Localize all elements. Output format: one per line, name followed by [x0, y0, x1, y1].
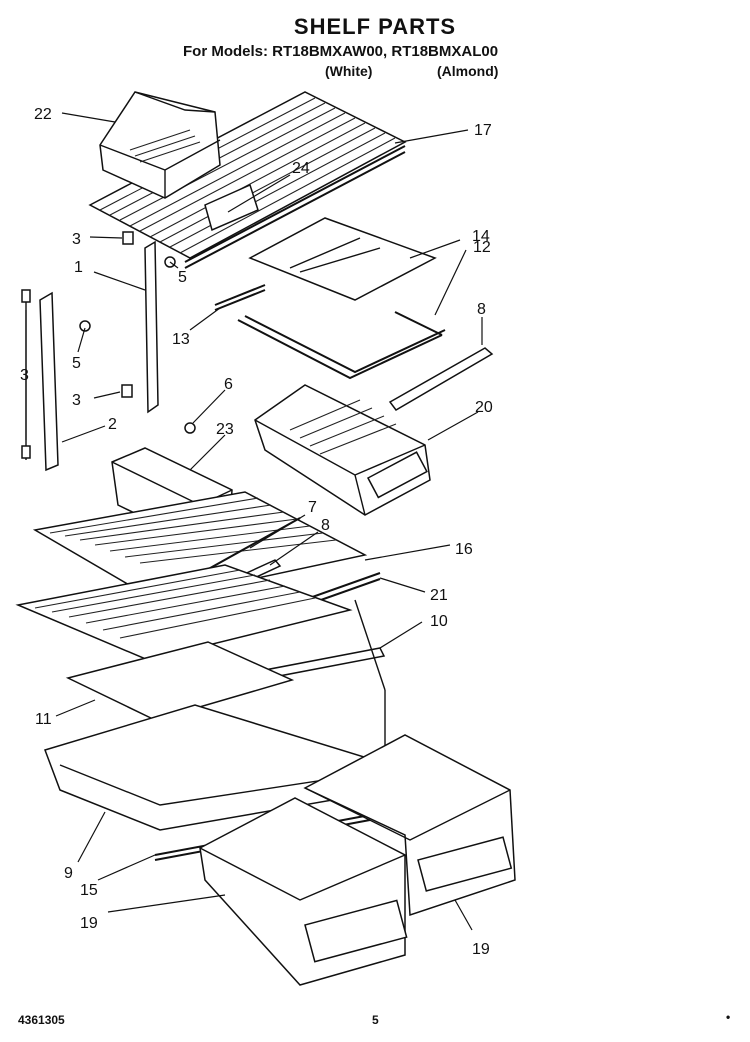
part-11-crisper-cover — [65, 641, 295, 721]
callout-8b: 8 — [321, 517, 330, 534]
part-19-drawer-right — [303, 734, 516, 917]
callout-16: 16 — [455, 541, 473, 558]
callout-2: 2 — [108, 416, 117, 433]
part-14-glass-shelf — [248, 217, 437, 301]
part-24-shelf-clip — [204, 183, 259, 232]
callout-8a: 8 — [477, 301, 486, 318]
callout-19b: 19 — [472, 941, 490, 958]
callout-12: 12 — [473, 239, 491, 256]
part-3-clip-group — [21, 231, 134, 459]
callout-3c: 3 — [72, 392, 81, 409]
page-title: SHELF PARTS — [293, 14, 457, 39]
part-13-rail — [214, 284, 266, 311]
callout-15: 15 — [80, 882, 98, 899]
lower-wire-shelf — [15, 564, 353, 661]
callout-3b: 3 — [20, 367, 29, 384]
document-number: 4361305 — [18, 1013, 65, 1027]
part-2-side-rail — [25, 290, 59, 472]
part-6-screw — [184, 422, 196, 434]
callout-17: 17 — [474, 122, 492, 139]
part-12-shelf-frame — [237, 311, 446, 380]
callout-7: 7 — [308, 499, 317, 516]
variant-almond-label: (Almond) — [437, 63, 499, 79]
callout-6: 6 — [224, 376, 233, 393]
callout-21: 21 — [430, 587, 448, 604]
callout-19a: 19 — [80, 915, 98, 932]
part-17-top-wire-shelf — [88, 91, 407, 269]
leader-lines — [25, 112, 483, 931]
callout-24: 24 — [292, 160, 310, 177]
callout-13: 13 — [172, 331, 190, 348]
part-20-crisper-drawer — [254, 384, 431, 516]
callout-10: 10 — [430, 613, 448, 630]
callout-3a: 3 — [72, 231, 81, 248]
models-line: For Models: RT18BMXAW00, RT18BMXAL00 — [183, 43, 499, 60]
part-9-crisper-tray — [44, 704, 391, 831]
corner-mark: • — [726, 1010, 731, 1024]
callout-9: 9 — [64, 865, 73, 882]
callout-5a: 5 — [178, 269, 187, 286]
part-5-screw-group — [79, 256, 176, 332]
part-8-rail-upper — [388, 347, 494, 411]
callout-20: 20 — [475, 399, 493, 416]
part-22-door-bin — [99, 91, 221, 199]
callout-23: 23 — [216, 421, 234, 438]
callout-14: 14 — [472, 228, 490, 245]
callout-5b: 5 — [72, 355, 81, 372]
part-1-vertical-rail — [144, 240, 159, 414]
part-19-drawer-left — [199, 797, 408, 986]
page-number: 5 — [372, 1013, 379, 1027]
callout-22: 22 — [34, 106, 52, 123]
variant-white-label: (White) — [325, 63, 373, 79]
callout-11: 11 — [35, 711, 52, 728]
callout-1: 1 — [74, 259, 83, 276]
